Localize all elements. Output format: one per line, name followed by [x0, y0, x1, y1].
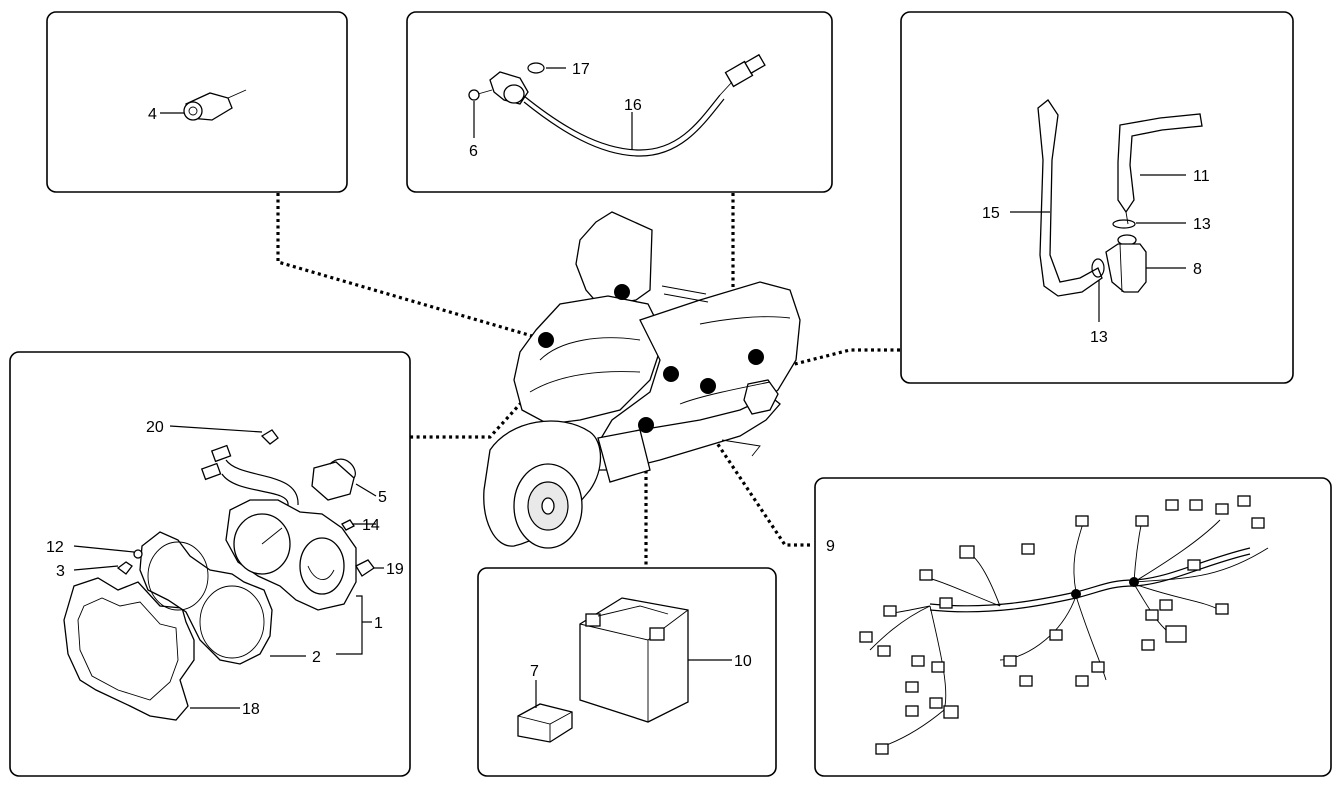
- callout-2: 2: [312, 649, 321, 666]
- bullet-harness: [663, 366, 679, 382]
- battery-pad-part: [517, 703, 573, 743]
- callout-15: 15: [982, 205, 1000, 222]
- panel-instrument-cluster: [9, 351, 411, 777]
- panel-fuse-holder: [46, 11, 348, 193]
- callout-1: 1: [374, 615, 383, 632]
- callout-19: 19: [386, 561, 404, 578]
- callout-20: 20: [146, 419, 164, 436]
- callout-7: 7: [530, 663, 539, 680]
- bullet-fuel-valve: [700, 378, 716, 394]
- bullet-dashboard: [614, 284, 630, 300]
- callout-4: 4: [148, 106, 157, 123]
- bullet-battery: [638, 417, 654, 433]
- callout-16: 16: [624, 97, 642, 114]
- callout-11: 11: [1193, 168, 1210, 185]
- hose-assembly: [1010, 99, 1203, 322]
- callout-5: 5: [378, 489, 387, 506]
- panel-speed-sensor: [406, 11, 833, 193]
- fuse-holder-part: [160, 89, 247, 121]
- callout-9: 9: [826, 538, 835, 555]
- callout-labels: 4 17 16 6 11 15 13 8 13 20 5 14 12 19 3 …: [46, 61, 1211, 718]
- speed-sensor-cable: [468, 53, 766, 157]
- wiring-harness-part: [859, 495, 1269, 755]
- callout-6: 6: [469, 143, 478, 160]
- callout-13-upper: 13: [1193, 216, 1211, 233]
- panel-wiring-harness: [814, 477, 1332, 777]
- battery-part: [517, 597, 732, 743]
- instrument-cluster-parts: [63, 425, 384, 721]
- bullet-sensor: [748, 349, 764, 365]
- panel-fuel-valve: [900, 11, 1294, 384]
- scooter-illustration: [483, 211, 801, 549]
- bullet-fuse: [538, 332, 554, 348]
- callout-12: 12: [46, 539, 64, 556]
- callout-14: 14: [362, 517, 380, 534]
- panel-battery: [477, 567, 777, 777]
- callout-3: 3: [56, 563, 65, 580]
- callout-17: 17: [572, 61, 590, 78]
- callout-18: 18: [242, 701, 260, 718]
- callout-13-lower: 13: [1090, 329, 1108, 346]
- callout-10: 10: [734, 653, 752, 670]
- callout-8: 8: [1193, 261, 1202, 278]
